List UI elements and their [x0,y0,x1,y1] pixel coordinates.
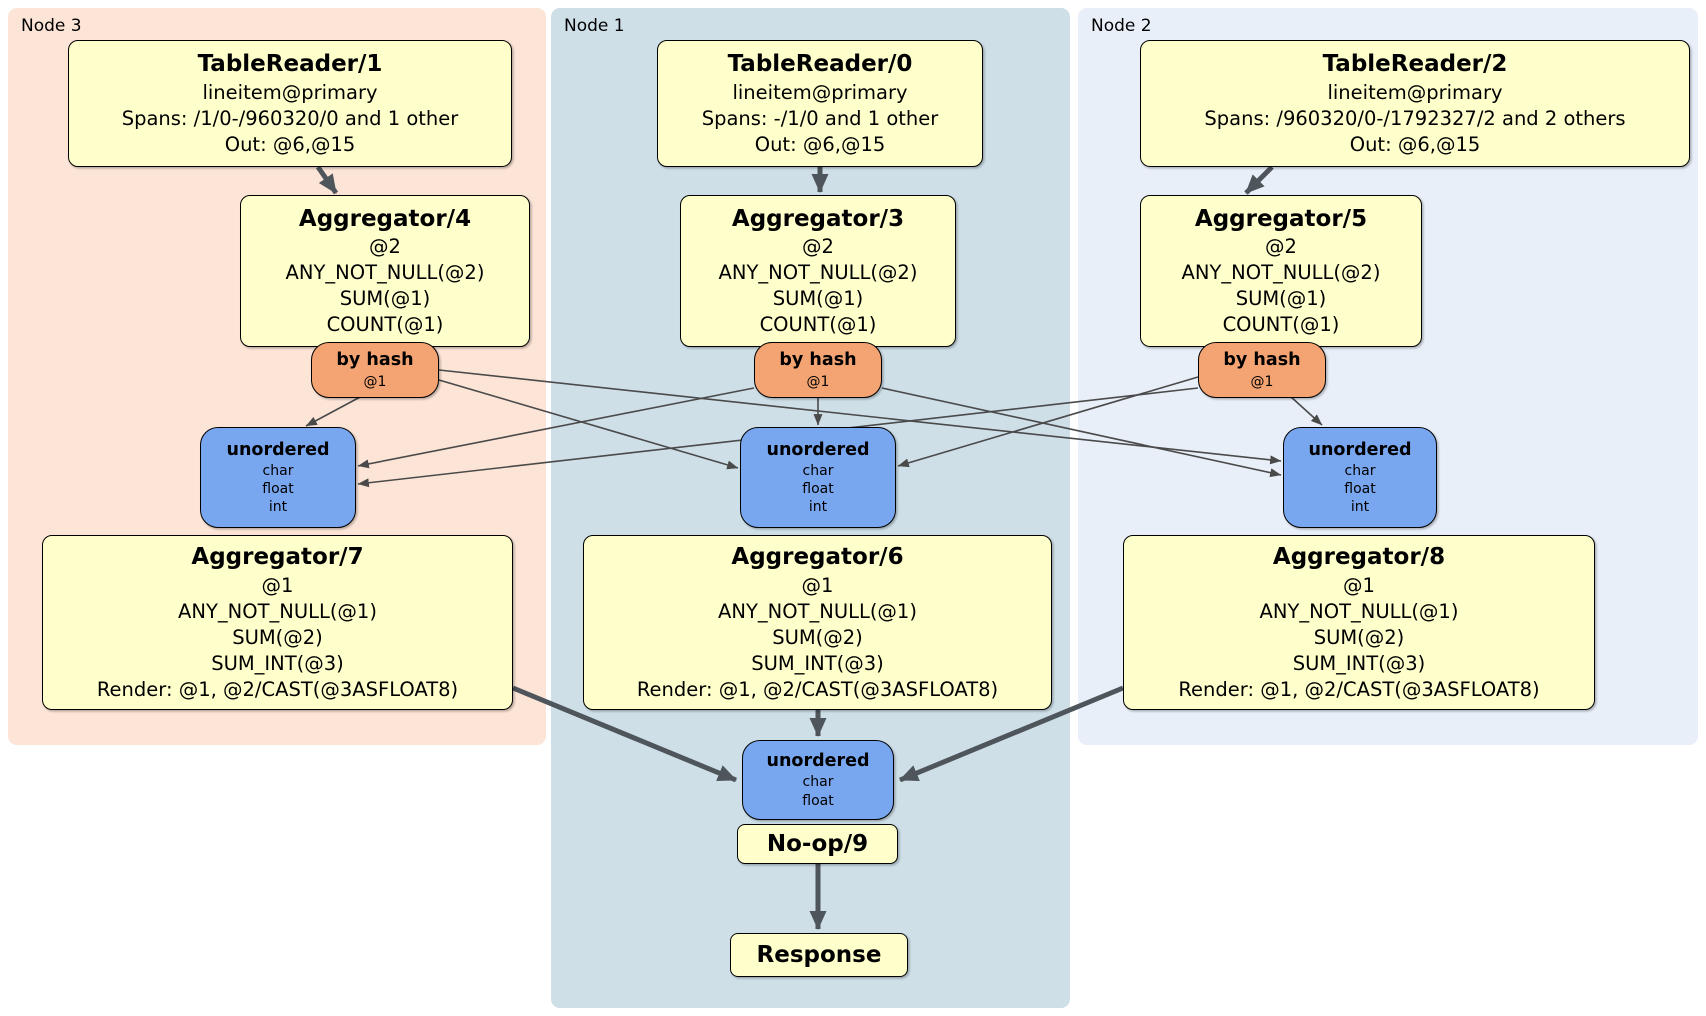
processor-detail: @1 [801,573,834,597]
sync-stream: char [802,462,834,479]
processor-detail: Render: @1, @2/CAST(@3ASFLOAT8) [636,677,999,701]
processor-aggregator-5: Aggregator/5 @2 ANY_NOT_NULL(@2) SUM(@1)… [1140,195,1422,347]
sync-unordered-node1: unordered char float int [740,427,896,528]
sync-title: unordered [1308,439,1412,460]
processor-aggregator-7: Aggregator/7 @1 ANY_NOT_NULL(@1) SUM(@2)… [42,535,513,710]
processor-title: TableReader/0 [727,51,913,78]
processor-tablereader-2: TableReader/2 lineitem@primary Spans: /9… [1140,40,1690,167]
sync-stream: float [802,792,834,809]
sync-title: unordered [226,439,330,460]
processor-detail: Spans: /960320/0-/1792327/2 and 2 others [1204,106,1626,130]
processor-detail: SUM(@2) [232,625,323,649]
processor-detail: SUM(@1) [1235,287,1327,311]
sync-stream: float [262,481,294,498]
processor-detail: Render: @1, @2/CAST(@3ASFLOAT8) [1178,677,1540,701]
sync-stream: float [802,481,834,498]
sync-title: unordered [766,751,870,772]
processor-detail: COUNT(@1) [759,313,877,337]
processor-title: TableReader/2 [1322,51,1508,78]
processor-tablereader-0: TableReader/0 lineitem@primary Spans: -/… [657,40,983,167]
processor-noop-9: No-op/9 [737,824,898,864]
processor-detail: ANY_NOT_NULL(@2) [718,261,918,285]
processor-title: Aggregator/5 [1194,205,1368,232]
processor-detail: @2 [1265,235,1297,259]
processor-detail: SUM(@1) [772,287,864,311]
sync-title: unordered [766,439,870,460]
processor-title: Aggregator/8 [1272,544,1446,571]
processor-detail: Out: @6,@15 [224,132,356,156]
processor-detail: @1 [261,573,294,597]
processor-detail: SUM(@2) [1313,625,1405,649]
sync-stream: int [808,499,828,516]
processor-detail: Out: @6,@15 [754,132,886,156]
processor-title: Aggregator/4 [298,205,472,232]
panel-node2-label: Node 2 [1091,16,1152,36]
processor-detail: SUM(@2) [772,625,863,649]
processor-detail: ANY_NOT_NULL(@1) [178,599,377,623]
sync-unordered-node2: unordered char float int [1283,427,1437,528]
processor-detail: lineitem@primary [732,80,908,104]
processor-detail: COUNT(@1) [1222,313,1340,337]
processor-title: Aggregator/3 [731,205,905,232]
sync-unordered-node3: unordered char float int [200,427,356,528]
router-detail: @1 [806,373,830,390]
processor-title: Aggregator/6 [731,544,904,571]
processor-tablereader-1: TableReader/1 lineitem@primary Spans: /1… [68,40,512,167]
processor-detail: ANY_NOT_NULL(@1) [1259,599,1459,623]
sync-stream: char [802,774,834,791]
processor-title: No-op/9 [766,830,869,857]
panel-node1-label: Node 1 [564,16,625,36]
processor-response: Response [730,933,908,977]
processor-aggregator-8: Aggregator/8 @1 ANY_NOT_NULL(@1) SUM(@2)… [1123,535,1595,710]
processor-detail: ANY_NOT_NULL(@2) [1181,261,1381,285]
router-title: by hash [1223,350,1301,371]
processor-detail: lineitem@primary [1327,80,1503,104]
processor-detail: lineitem@primary [202,80,378,104]
processor-detail: @1 [1343,573,1375,597]
processor-detail: Render: @1, @2/CAST(@3ASFLOAT8) [96,677,459,701]
processor-aggregator-4: Aggregator/4 @2 ANY_NOT_NULL(@2) SUM(@1)… [240,195,530,347]
router-detail: @1 [1250,373,1274,390]
processor-detail: SUM_INT(@3) [211,651,344,675]
processor-title: TableReader/1 [197,51,383,78]
processor-aggregator-6: Aggregator/6 @1 ANY_NOT_NULL(@1) SUM(@2)… [583,535,1052,710]
processor-detail: COUNT(@1) [326,313,444,337]
router-title: by hash [336,350,414,371]
processor-title: Aggregator/7 [191,544,364,571]
processor-detail: SUM(@1) [339,287,431,311]
processor-detail: SUM_INT(@3) [751,651,884,675]
processor-detail: SUM_INT(@3) [1292,651,1426,675]
processor-aggregator-3: Aggregator/3 @2 ANY_NOT_NULL(@2) SUM(@1)… [680,195,956,347]
processor-detail: Spans: -/1/0 and 1 other [701,106,939,130]
router-by-hash-node3: by hash @1 [311,342,439,398]
processor-detail: @2 [369,235,401,259]
processor-detail: Out: @6,@15 [1349,132,1481,156]
sync-stream: char [262,462,294,479]
processor-detail: @2 [802,235,834,259]
panel-node3-label: Node 3 [21,16,82,36]
sync-stream: float [1344,481,1376,498]
router-title: by hash [779,350,857,371]
sync-stream: char [1344,462,1376,479]
processor-detail: ANY_NOT_NULL(@2) [285,261,485,285]
processor-detail: ANY_NOT_NULL(@1) [718,599,917,623]
router-detail: @1 [363,373,387,390]
router-by-hash-node2: by hash @1 [1198,342,1326,398]
sync-stream: int [268,499,288,516]
sync-unordered-final: unordered char float [742,740,894,820]
sync-stream: int [1350,499,1370,516]
processor-title: Response [756,941,882,968]
router-by-hash-node1: by hash @1 [754,342,882,398]
processor-detail: Spans: /1/0-/960320/0 and 1 other [121,106,459,130]
